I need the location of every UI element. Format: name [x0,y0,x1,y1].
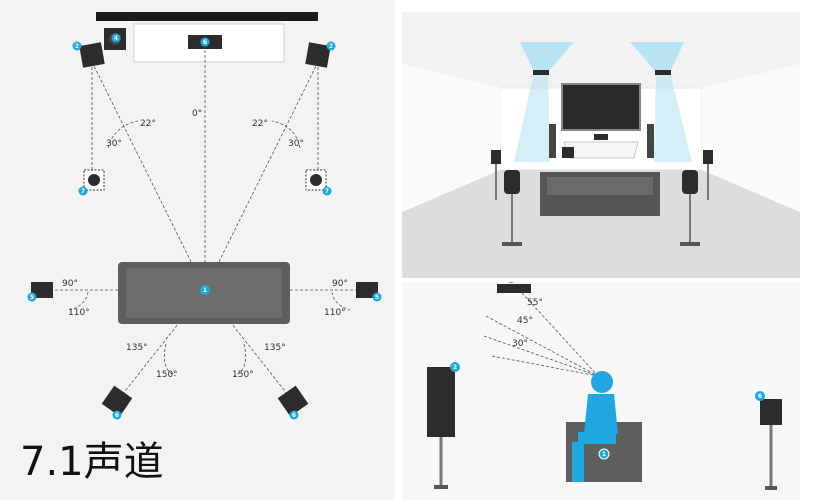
angle-label-rear-right-b: 150° [232,370,254,380]
angle-label-front-left-inner: 22° [140,119,156,129]
badge-front: 2 [453,364,457,371]
ceiling-speaker-right-icon [630,42,692,162]
badge-side-left: 5 [30,294,34,301]
angle-label-45: 45° [517,316,533,326]
angle-label-side-left-a: 90° [62,279,78,289]
angle-label-side-left-b: 110° [68,308,90,318]
badge-rear-right: 6 [292,412,296,419]
badge-listener: 1 [203,287,207,294]
badge-listener-side: 1 [602,451,606,458]
badge-height-left: 7 [81,188,85,195]
angle-label-rear-left-b: 150° [156,370,178,380]
badge-side-right: 5 [375,294,379,301]
angle-guides [40,50,370,401]
rear-speaker-right-icon [680,170,700,246]
badge-height-right: 7 [325,188,329,195]
center-speaker-icon: 6 [188,35,222,49]
side-left-speaker-icon: 5 [27,282,53,302]
side-right-speaker-icon: 5 [356,282,382,302]
angle-label-front-right-inner: 22° [252,119,268,129]
angle-label-30: 30° [512,339,528,349]
plan-view-diagram: 4 6 2 2 7 [0,0,395,500]
front-speaker-icon: 2 [427,362,460,489]
listener-badge: 1 [200,285,210,295]
height-right-speaker-icon: 7 [305,169,332,196]
front-right-speaker-icon: 2 [305,41,336,68]
rear-left-speaker-icon: 6 [101,385,133,420]
badge-sub: 4 [114,35,118,42]
screen-icon [561,83,641,131]
badge-rear: 6 [758,393,762,400]
angle-label-side-right-a: 90° [332,279,348,289]
side-speaker-right-icon [703,150,713,200]
front-left-speaker-icon: 2 [72,41,105,68]
page-title: 7.1声道 [20,439,164,485]
badge-front-left: 2 [75,43,79,50]
angle-label-rear-left-a: 135° [126,343,148,353]
subwoofer-icon: 4 [104,28,126,50]
angle-label-rear-right-a: 135° [264,343,286,353]
screen-bar [96,12,318,21]
badge-front-right: 2 [329,43,333,50]
rear-right-speaker-icon: 6 [277,385,309,420]
perspective-room-diagram [402,12,800,278]
angle-label-55: 55° [527,298,543,308]
angle-label-side-right-b: 110° [324,308,346,318]
badge-center: 6 [203,39,207,46]
listener-icon: 1 [566,371,642,482]
ceiling-speaker-left-icon [514,42,574,162]
angle-label-center: 0° [192,109,202,119]
angle-rays [483,292,599,377]
side-speaker-left-icon [491,150,501,200]
ceiling-speaker-icon [497,282,531,293]
side-view-diagram: 55° 45° 30° 2 1 6 [402,282,800,500]
angle-label-front-left-outer: 30° [106,139,122,149]
sofa-icon [540,172,660,216]
rear-speaker-icon: 6 [755,391,782,490]
height-left-speaker-icon: 7 [78,169,105,196]
badge-rear-left: 6 [115,412,119,419]
rear-speaker-left-icon [502,170,522,246]
angle-label-front-right-outer: 30° [288,139,304,149]
